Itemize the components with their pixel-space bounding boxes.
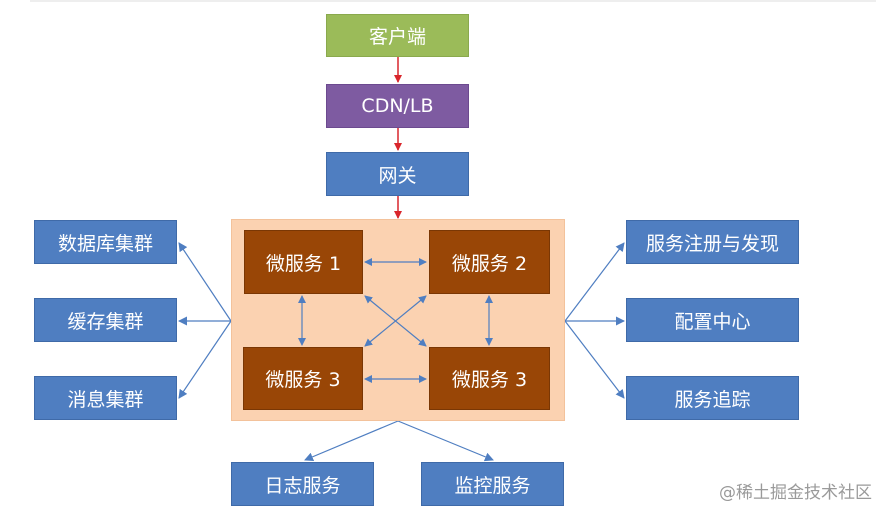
- service-registry-node: 服务注册与发现: [626, 220, 799, 264]
- microservice-label: 微服务 1: [265, 252, 342, 275]
- log-service-node: 日志服务: [231, 462, 374, 506]
- database-cluster-node: 数据库集群: [34, 220, 177, 264]
- node-label: 服务注册与发现: [645, 232, 779, 255]
- arrow-cluster-to-database: [178, 242, 232, 322]
- service-tracing-node: 服务追踪: [626, 376, 799, 420]
- arrow-cluster-to-log: [304, 420, 399, 462]
- microservice-2: 微服务 2: [429, 230, 550, 294]
- message-cluster-node: 消息集群: [34, 376, 177, 420]
- microservice-3-left: 微服务 3: [243, 347, 363, 410]
- client-node: 客户端: [326, 14, 469, 57]
- arrow-cluster-to-tracing: [564, 320, 625, 399]
- cache-cluster-node: 缓存集群: [34, 298, 177, 342]
- microservice-label: 微服务 2: [451, 252, 528, 275]
- microservice-1: 微服务 1: [244, 230, 363, 294]
- config-center-node: 配置中心: [626, 298, 799, 342]
- node-label: 配置中心: [674, 310, 751, 333]
- node-label: 日志服务: [264, 474, 341, 497]
- arrow-cluster-to-monitor: [397, 420, 494, 462]
- client-label: 客户端: [368, 26, 426, 48]
- node-label: 监控服务: [454, 474, 531, 497]
- arrow-cluster-to-registry: [564, 242, 625, 322]
- cdn-lb-node: CDN/LB: [326, 84, 469, 128]
- node-label: 缓存集群: [67, 310, 144, 333]
- gateway-label: 网关: [378, 164, 417, 187]
- arrow-ms2-ms3: [364, 295, 427, 347]
- watermark: @稀土掘金技术社区: [719, 483, 872, 503]
- arrow-cluster-to-message: [178, 320, 232, 399]
- gateway-node: 网关: [326, 152, 469, 196]
- cdn-lb-label: CDN/LB: [361, 95, 434, 117]
- microservice-label: 微服务 3: [265, 369, 341, 391]
- node-label: 数据库集群: [57, 232, 153, 255]
- microservice-3-right: 微服务 3: [429, 347, 550, 410]
- monitor-service-node: 监控服务: [421, 462, 564, 506]
- node-label: 服务追踪: [674, 388, 751, 411]
- node-label: 消息集群: [67, 388, 144, 411]
- top-divider: [30, 0, 876, 2]
- microservice-label: 微服务 3: [451, 369, 528, 391]
